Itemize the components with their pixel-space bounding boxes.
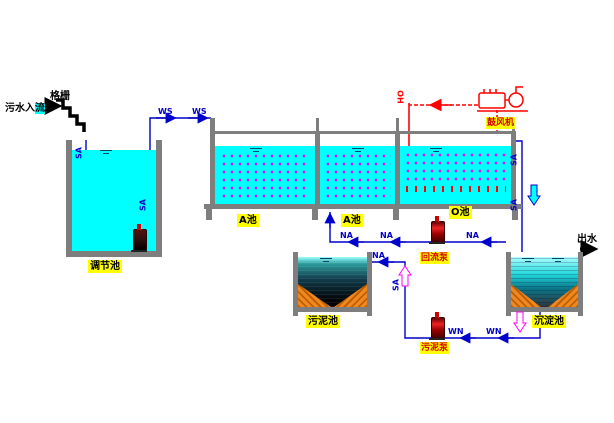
sludge-tank-wall-left <box>293 252 298 316</box>
blower-icon <box>477 86 528 112</box>
water-surface-mark <box>250 148 262 154</box>
sludge-up-block-arrow <box>398 265 412 287</box>
o-tank-diffusers <box>406 186 506 192</box>
flow-label-ws2: WS <box>192 107 207 116</box>
aao-divider-2 <box>395 131 400 204</box>
flow-label-wn-right: WN <box>486 327 502 336</box>
a2-tank-label: A池 <box>341 214 363 227</box>
flow-label-na-right: NA <box>466 231 479 240</box>
flow-label-ws1: WS <box>158 107 173 116</box>
water-surface-mark <box>100 150 112 156</box>
water-surface-mark <box>552 258 564 264</box>
bar-screen-shape <box>56 98 86 132</box>
o-outlet-line <box>516 140 523 252</box>
sedimentation-bottom <box>506 307 583 312</box>
flow-label-na-to-sludge: NA <box>372 251 385 260</box>
down-flow-block-arrow <box>527 184 541 206</box>
aao-post <box>396 118 399 131</box>
aao-tank-wall-right <box>511 131 516 204</box>
aao-tank-leg <box>312 209 318 220</box>
aao-tank-wall-left <box>210 118 215 204</box>
aao-divider-1 <box>315 131 320 204</box>
a2-media-fill <box>324 152 391 200</box>
bar-screen-label: 格栅 <box>50 91 70 102</box>
water-surface-mark <box>522 258 534 264</box>
flow-label-sa-reg-riser: SA <box>138 199 148 211</box>
flow-label-ho: HO <box>396 90 406 104</box>
regulating-tank-wall-right <box>156 140 162 257</box>
inflow-label-text: 污水入 <box>5 103 35 114</box>
sludge-out-block-arrow <box>513 311 527 333</box>
flow-label-sa-reg-inlet: SA <box>74 147 84 159</box>
regulating-tank-pump-icon <box>131 224 147 252</box>
sludge-tank-label: 污泥池 <box>306 315 340 328</box>
a1-media-fill <box>220 152 310 200</box>
flow-label-sa-out-lower: SA <box>509 199 519 211</box>
sludge-tank-wall-right <box>367 252 372 316</box>
water-surface-mark <box>320 258 332 264</box>
aao-tank-leg <box>206 209 212 220</box>
a1-tank-label: A池 <box>237 214 259 227</box>
blower-label: 鼓风机 <box>486 117 516 129</box>
o-media-fill <box>404 151 507 184</box>
flow-label-na-left: NA <box>340 231 353 240</box>
regulating-tank-wall-left <box>66 140 72 257</box>
sedimentation-wall-left <box>506 252 511 316</box>
sludge-tank-bottom <box>293 307 372 312</box>
sludge-pump-icon <box>429 312 445 340</box>
flow-label-na-mid: NA <box>380 231 393 240</box>
inflow-label-highlight: 流 <box>35 103 45 114</box>
reflux-pump-icon <box>429 216 445 244</box>
o-tank-label: O池 <box>449 206 472 219</box>
sedimentation-tank-label: 沉淀池 <box>532 315 566 328</box>
water-surface-mark <box>430 148 442 154</box>
sedimentation-wall-right <box>578 252 583 316</box>
aao-tank-base <box>204 204 522 209</box>
aao-tank-leg <box>512 209 518 220</box>
aao-tank-leg <box>393 209 399 220</box>
flow-label-wn-left: WN <box>448 327 464 336</box>
aao-tank-rim <box>210 131 516 134</box>
sludge-pump-label: 污泥泵 <box>420 342 450 354</box>
regulating-tank-label: 调节池 <box>88 260 122 273</box>
aao-post <box>316 118 319 131</box>
water-surface-mark <box>352 148 364 154</box>
reflux-pump-label: 回流泵 <box>420 252 450 264</box>
outflow-label: 出水 <box>577 234 597 245</box>
regulating-tank-bottom <box>66 251 162 257</box>
inflow-label: 污水入流 <box>5 99 45 114</box>
flow-label-sa-out-upper: SA <box>509 154 519 166</box>
